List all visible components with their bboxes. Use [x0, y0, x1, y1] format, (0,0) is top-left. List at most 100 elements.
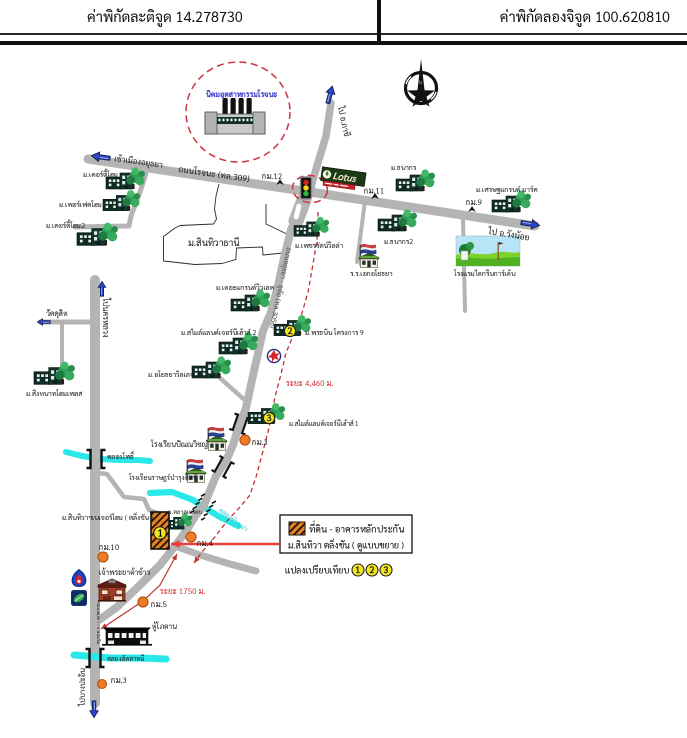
subject-marker-1: [153, 526, 167, 540]
factory-rojana-icon: [204, 97, 266, 135]
village-ayothaya-village-icon: [191, 355, 232, 379]
school-ek-ayothaya-icon: [358, 243, 380, 268]
star-landmark-icon: [266, 348, 282, 364]
layer-icons: [33, 57, 541, 718]
longitude-cell: ค่าพิกัดลองจิจูด 100.620810: [482, 0, 687, 34]
village-thanakon-icon: [395, 168, 436, 192]
road-hw3056-south: [171, 189, 314, 550]
legend-compare-number-3: 3: [384, 564, 389, 575]
legend-compare-number-1: 1: [356, 564, 361, 575]
map-label: ม.สิงหนาทโฮมเพลส: [26, 389, 82, 398]
latitude-value: ค่าพิกัดละติจูด 14.278730: [87, 8, 243, 26]
map-label: ม.เพชรรัตน์วิลล่า: [295, 241, 343, 250]
compass-rose-icon: [403, 57, 439, 109]
coordinate-header: ค่าพิกัดละติจูด 14.278730 ค่าพิกัดลองจิจ…: [0, 0, 687, 43]
comparison-marker-2-number: 2: [288, 326, 293, 337]
map-label: ถนนอยุธยา - บางปะอิน: [95, 602, 102, 645]
village-singhanat-home-icon: [33, 361, 76, 385]
longitude-value: ค่าพิกัดลองจิจูด 100.620810: [499, 8, 671, 26]
map-label: โรงเรียนปัณณวิชญ์: [150, 438, 209, 449]
road-rojana-west: [83, 154, 315, 197]
latitude-cell: ค่าพิกัดละติจูด 14.278730: [0, 0, 330, 34]
layer-subject-property: 1 2 3: [150, 324, 297, 550]
map-label: ระยะ 4,460 ม.: [286, 377, 333, 388]
km5-dot-icon: [137, 596, 149, 608]
legend-compare-circle-3: [379, 563, 393, 577]
legend: ที่ดิน - อาคารหลักประกันม.สินทิวา ตลิ่งช…: [279, 514, 413, 577]
map-label: ไปนครหลวง: [101, 297, 112, 338]
legend-compare-circle-1: [351, 563, 365, 577]
comparison-marker-2: [283, 324, 297, 338]
map-label: ม.ตลาดเกรียบ: [168, 507, 202, 516]
map-label: เจ้าพระยาค้าข้าว: [99, 567, 150, 577]
km3-dot-left-icon: [96, 678, 108, 690]
header-bottom-rule: [0, 41, 687, 45]
header-row-border: [0, 33, 687, 35]
arrow-to-phachi-icon: [323, 84, 338, 105]
layer-canals: [63, 449, 242, 530]
comparison-marker-3-number: 3: [266, 413, 272, 424]
layer-distance-lines: [100, 211, 319, 630]
map-label: กม.12: [261, 170, 283, 181]
canal-khlong-lat-ta-ni: [70, 651, 170, 663]
legend-compare-circle-2: [365, 563, 379, 577]
map-label: คลองโพธิ์: [107, 448, 134, 461]
map-label: กม.9: [465, 196, 482, 207]
village-thanakon-2-icon: [377, 208, 418, 232]
map-label: ม.สไมล์แลนด์เจอร์นีเฮ้าส์ 1: [289, 419, 359, 428]
distance-line-route-1750m: [100, 553, 178, 630]
map-label: ม.เศรษฐแกรนด์ มาร์ค: [476, 185, 537, 195]
ptt-station-logo-icon: [71, 569, 87, 587]
road-ayothaya-connector: [217, 375, 251, 406]
road-subject-connector: [94, 470, 161, 516]
legend-compare-label: แปลงเปรียบเทียบ: [285, 565, 349, 577]
map-label: วัดดุสิต: [46, 307, 68, 319]
village-grand-view-lake-icon: [230, 288, 271, 312]
header-column-divider: [377, 0, 381, 43]
map-label: โรงแรมไดกรีนการ์เด้น: [453, 269, 515, 278]
comparison-marker-3: [262, 411, 276, 425]
km10-dot-icon: [97, 551, 109, 563]
layer-highlights: [185, 61, 329, 204]
road-branch-southwest: [95, 542, 179, 624]
route-4460m-arrowhead: [194, 556, 200, 563]
highlight-intersection-highlight: [291, 174, 329, 204]
highlight-factory-highlight: [185, 61, 291, 163]
map-label: ระยะ 1750 ม.: [160, 585, 205, 596]
canal-khlong-khao-mao: [146, 488, 242, 530]
market-warehouse-icon: [101, 627, 153, 647]
map-label: ไป อ.ภาชี: [336, 104, 354, 138]
km3-dot-3056-icon: [239, 434, 251, 446]
map-label: โรงเรียนราษฎร์บำรุงศิลป์: [128, 472, 197, 483]
sinthiwa-thani-boundary: [163, 183, 289, 265]
map-label: กม.3: [110, 674, 127, 685]
map-label: ม.อโยธยาวิลเลจ: [148, 370, 194, 379]
median-island-3056: [293, 203, 302, 220]
map-label: กม.10: [98, 541, 119, 552]
map-label: กม.3: [251, 436, 268, 447]
distance-line-route-4460m: [193, 211, 319, 564]
canal-khlong-pho: [63, 449, 153, 464]
golf-driving-range-icon: [455, 235, 521, 267]
map-label: ร.ร.เอกอโยธยา: [350, 269, 393, 278]
map-label: ตู้โภคาน: [152, 621, 177, 632]
map-label: ม.เพอร์เฟคโฮม: [59, 200, 102, 209]
layer-parcel-boundary: [163, 183, 289, 265]
bangchak-station-logo-icon: [71, 590, 87, 606]
traffic-light-icon: [299, 176, 313, 200]
layer-canals-over: [70, 651, 170, 663]
map-label: ม.สไมล์แลนด์เจอร์นีเฮ้าส์ 2: [181, 328, 256, 337]
school-pannawit-icon: [206, 426, 228, 451]
layer-roads: [37, 99, 540, 708]
subject-marker-1-number: 1: [157, 527, 162, 539]
map-label: ม.สินทิวาธานี: [188, 236, 239, 249]
road-rojana-east: [305, 187, 540, 231]
km4-dot-icon: [185, 531, 197, 543]
sinthiwa-thani-boundary-east: [265, 204, 289, 235]
legend-line1: ที่ดิน - อาคารหลักประกัน: [309, 521, 404, 536]
legend-compare-number-2: 2: [370, 564, 375, 575]
legend-pointer-arrowhead-start: [171, 540, 180, 548]
